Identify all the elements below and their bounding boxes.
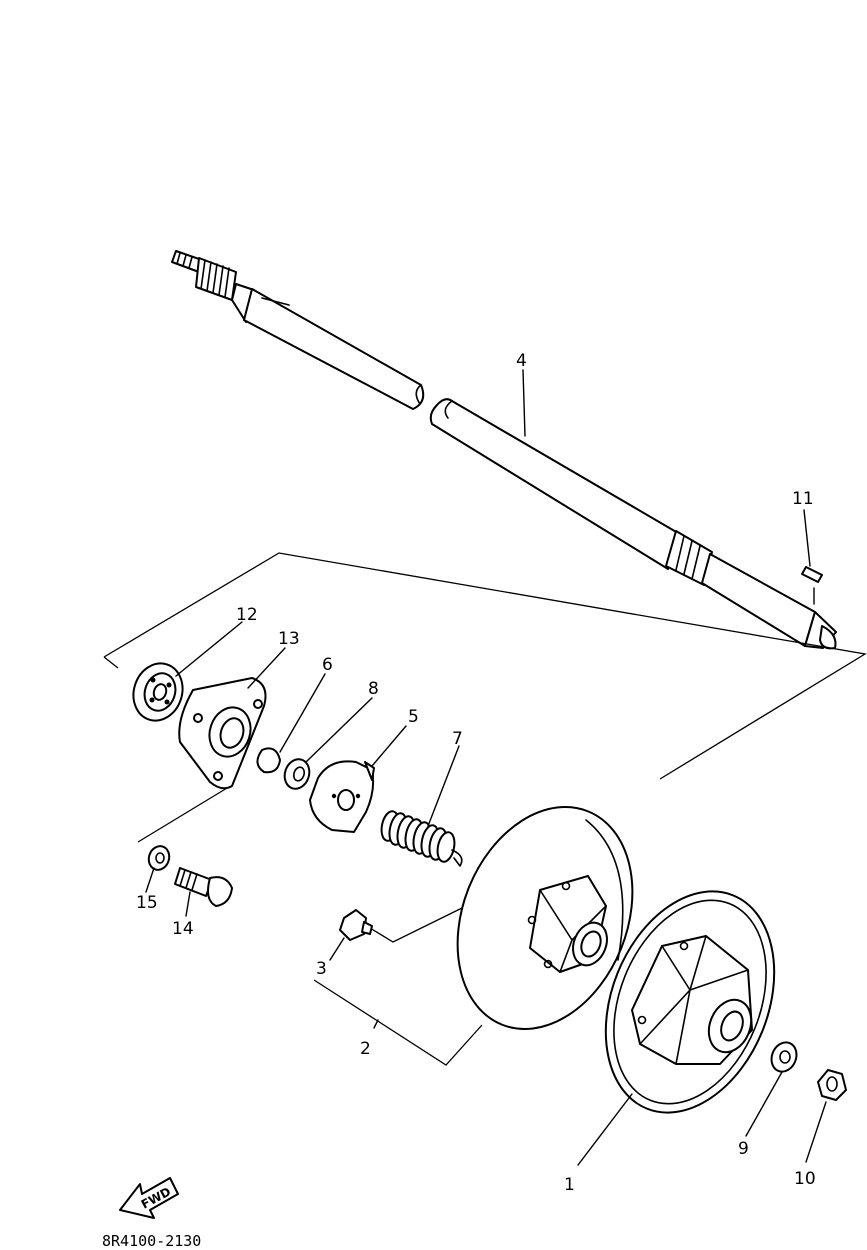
callout-line-13 (247, 647, 286, 689)
circlip (256, 747, 281, 774)
part-number-15: 15 (136, 893, 158, 913)
callout-line-8 (305, 697, 373, 763)
part-number-10: 10 (794, 1169, 816, 1189)
sliding-sheave (456, 806, 634, 1030)
assembly-bracket-upper (103, 552, 867, 780)
part-number-8: 8 (368, 679, 379, 699)
assembly-bracket-2 (313, 979, 483, 1066)
callout-line-9 (745, 1071, 783, 1137)
spring-seat (309, 760, 375, 833)
retainer-plate (178, 677, 267, 790)
part-number-6: 6 (322, 655, 333, 675)
callout-line-4 (522, 369, 526, 437)
callout-line-14 (185, 891, 191, 917)
part-number-12: 12 (236, 605, 258, 625)
part-number-2: 2 (360, 1039, 371, 1059)
diagram-code: 8R4100-2130 (102, 1232, 201, 1250)
washer-15 (147, 845, 171, 871)
callout-line-11 (803, 509, 815, 605)
callout-line-6 (279, 673, 326, 753)
part-number-14: 14 (172, 919, 194, 939)
secondary-shaft (171, 250, 837, 650)
part-number-1: 1 (564, 1175, 575, 1195)
callout-line-15 (145, 867, 155, 893)
part-number-13: 13 (278, 629, 300, 649)
callout-line-7 (427, 745, 460, 827)
part-number-7: 7 (452, 729, 463, 749)
forward-direction-arrow: FWD (119, 1177, 179, 1219)
fixed-sheave (604, 890, 776, 1114)
bearing (132, 662, 184, 722)
assembly-bracket-3 (369, 907, 463, 943)
part-number-11: 11 (792, 489, 814, 509)
callout-line-10 (805, 1101, 827, 1163)
part-number-4: 4 (516, 351, 527, 371)
assembly-bracket-lower (137, 784, 233, 843)
callout-line-1 (577, 1093, 633, 1166)
nut (817, 1069, 847, 1101)
callout-line-12 (175, 621, 243, 677)
washer-9 (770, 1041, 798, 1073)
bolt (174, 867, 233, 907)
part-number-9: 9 (738, 1139, 749, 1159)
callout-line-5 (371, 725, 407, 767)
compression-spring (380, 810, 463, 867)
callout-line-2 (373, 1019, 379, 1029)
part-number-3: 3 (316, 959, 327, 979)
shaft-key (801, 566, 823, 583)
assembly-bracket-link-13 (103, 656, 119, 669)
callout-line-3 (329, 937, 345, 961)
part-number-5: 5 (408, 707, 419, 727)
grease-nipple (339, 909, 373, 941)
collar (283, 758, 311, 790)
